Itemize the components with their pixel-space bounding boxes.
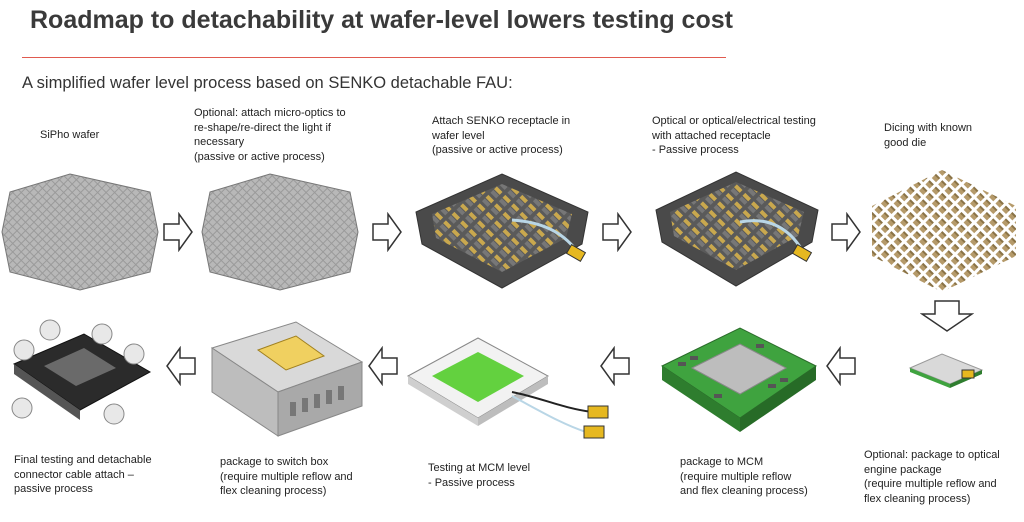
mcm-illustration bbox=[660, 327, 817, 432]
caption-dicing: Dicing with known good die bbox=[884, 122, 973, 149]
caption-switch-box: package to switch box (require multiple … bbox=[220, 456, 353, 497]
title-underline bbox=[22, 57, 726, 58]
receptacle-wafer-illustration bbox=[415, 173, 589, 289]
test-wafer-illustration bbox=[655, 171, 819, 287]
caption-sipho-wafer: SiPho wafer bbox=[40, 129, 100, 141]
slide-title: Roadmap to detachability at wafer-level … bbox=[30, 6, 733, 34]
switch-box-illustration bbox=[210, 321, 364, 437]
arrow-left-icon bbox=[368, 346, 398, 386]
caption-wafer-testing: Optical or optical/electrical testing wi… bbox=[652, 115, 816, 156]
caption-micro-optics: Optional: attach micro-optics to re-shap… bbox=[194, 107, 346, 163]
arrow-right-icon bbox=[831, 212, 861, 252]
final-system-illustration bbox=[11, 319, 152, 425]
arrow-left-icon bbox=[826, 346, 856, 386]
arrow-left-icon bbox=[600, 346, 630, 386]
arrow-left-icon bbox=[166, 346, 196, 386]
mcm-test-illustration bbox=[406, 337, 609, 439]
sipho-wafer-illustration bbox=[1, 173, 159, 291]
caption-optical-engine: Optional: package to optical engine pack… bbox=[864, 449, 1000, 505]
caption-attach-receptacle: Attach SENKO receptacle in wafer level (… bbox=[432, 115, 571, 156]
slide-subtitle: A simplified wafer level process based o… bbox=[22, 74, 513, 92]
diced-wafer-illustration bbox=[872, 170, 1016, 292]
optical-engine-illustration bbox=[908, 353, 984, 388]
caption-final-testing: Final testing and detachable connector c… bbox=[14, 454, 152, 495]
arrow-right-icon bbox=[372, 212, 402, 252]
micro-optics-wafer-illustration bbox=[201, 173, 359, 291]
caption-mcm-testing: Testing at MCM level - Passive process bbox=[428, 462, 531, 489]
arrow-down-icon bbox=[920, 300, 974, 332]
arrow-right-icon bbox=[163, 212, 193, 252]
caption-package-mcm: package to MCM (require multiple reflow … bbox=[680, 456, 808, 497]
arrow-right-icon bbox=[602, 212, 632, 252]
